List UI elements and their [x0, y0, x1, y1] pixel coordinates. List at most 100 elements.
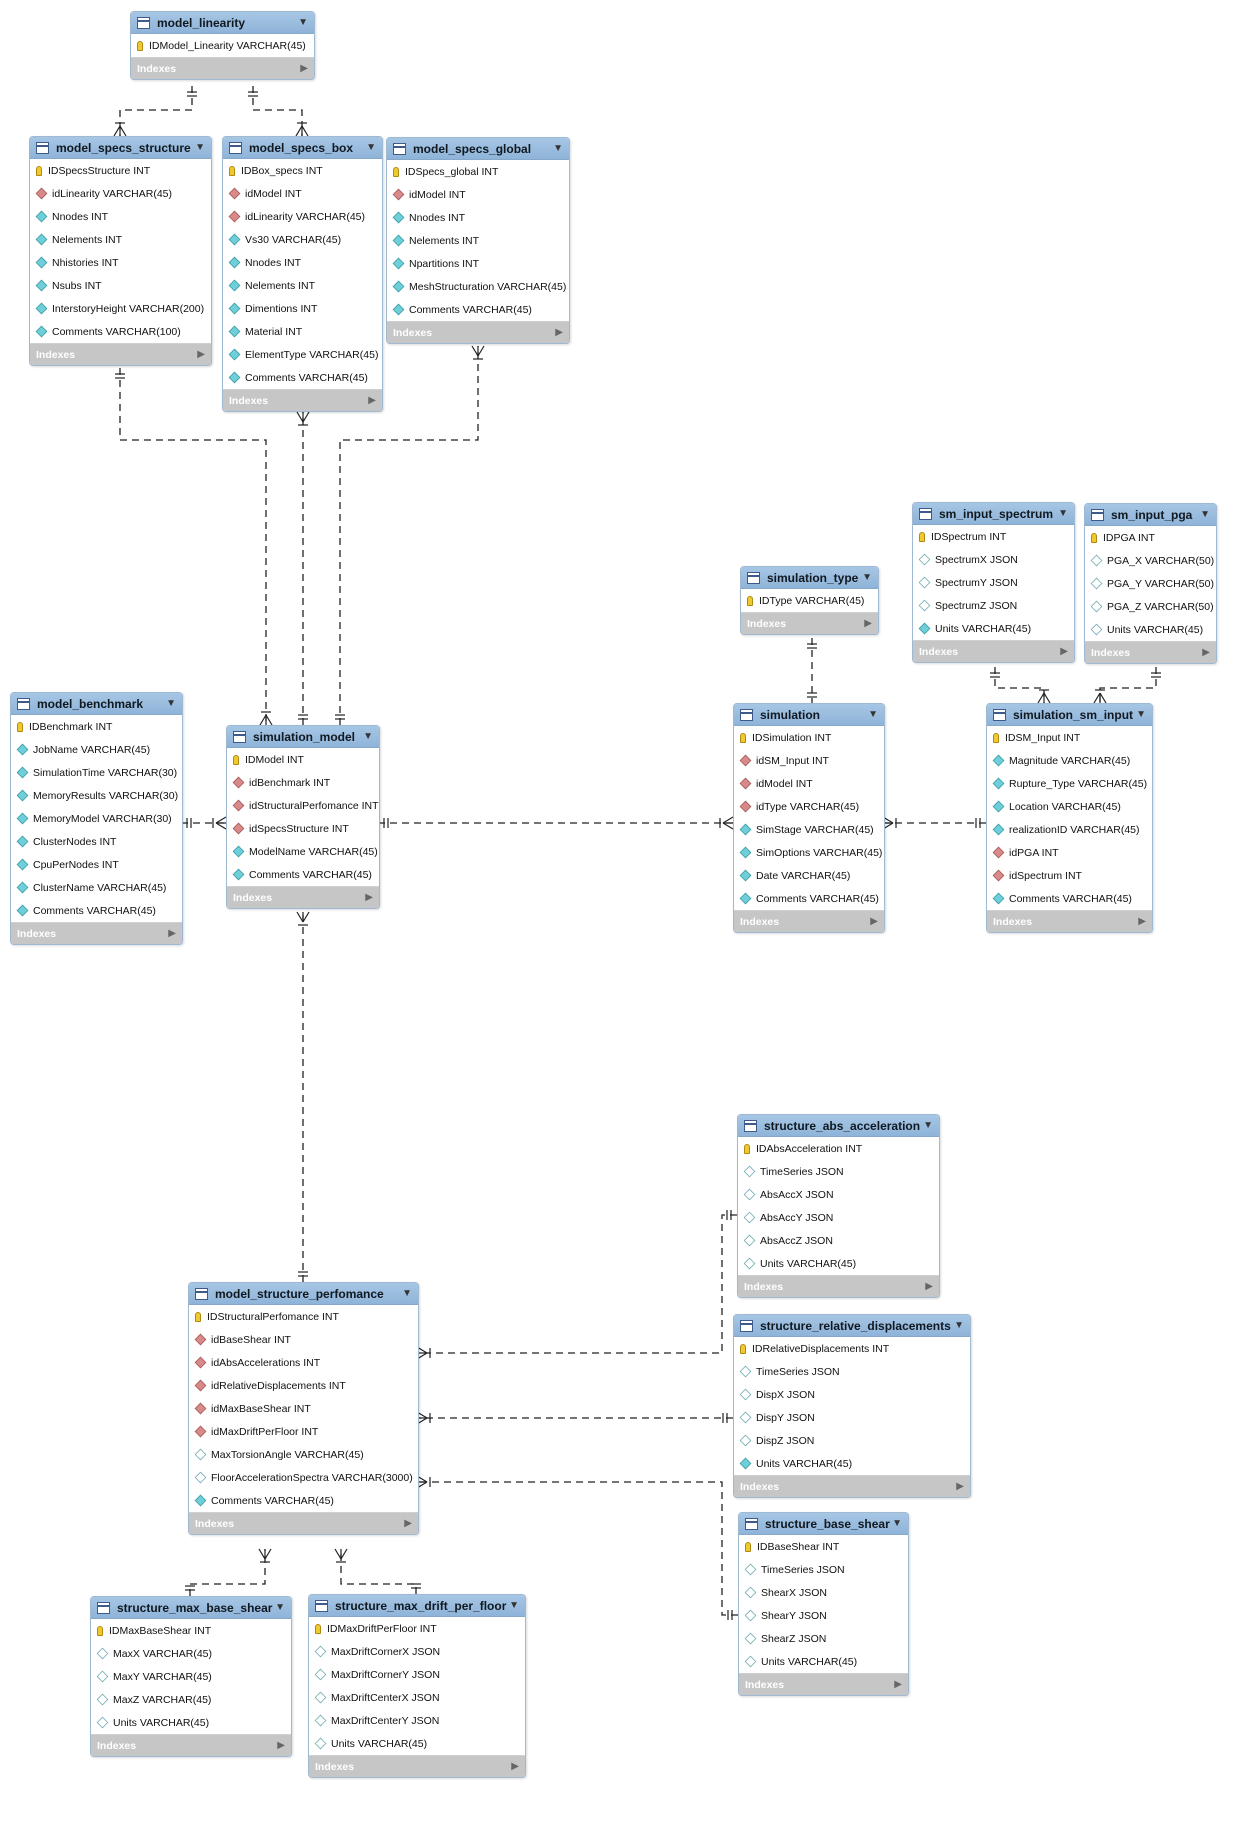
column-row[interactable]: Rupture_Type VARCHAR(45) — [987, 772, 1152, 795]
table-header[interactable]: simulation▼ — [734, 704, 884, 726]
indexes-bar[interactable]: Indexes▶ — [223, 390, 382, 411]
column-row[interactable]: Nnodes INT — [30, 205, 211, 228]
collapse-arrow-icon[interactable]: ▼ — [923, 1120, 933, 1131]
table-header[interactable]: sm_input_pga▼ — [1085, 504, 1216, 526]
column-row[interactable]: DispY JSON — [734, 1406, 970, 1429]
column-row[interactable]: idBenchmark INT — [227, 771, 379, 794]
indexes-bar[interactable]: Indexes▶ — [741, 613, 878, 634]
column-row[interactable]: ClusterName VARCHAR(45) — [11, 876, 182, 899]
column-row[interactable]: idType VARCHAR(45) — [734, 795, 884, 818]
table-header[interactable]: model_specs_box▼ — [223, 137, 382, 159]
column-row[interactable]: IDBenchmark INT — [11, 715, 182, 738]
column-row[interactable]: ElementType VARCHAR(45) — [223, 343, 382, 366]
indexes-bar[interactable]: Indexes▶ — [734, 911, 884, 932]
relationship-model-linearity-to-model-specs-structure[interactable] — [113, 86, 197, 137]
column-row[interactable]: MeshStructuration VARCHAR(45) — [387, 275, 569, 298]
column-row[interactable]: Comments VARCHAR(45) — [987, 887, 1152, 910]
column-row[interactable]: MaxDriftCornerX JSON — [309, 1640, 525, 1663]
relationship-structure-abs-acceleration-to-model-structure-perfomance[interactable] — [416, 1210, 737, 1360]
table-header[interactable]: model_structure_perfomance▼ — [189, 1283, 418, 1305]
relationship-simulation-sm-input-to-simulation[interactable] — [882, 816, 986, 830]
column-row[interactable]: IDType VARCHAR(45) — [741, 589, 878, 612]
indexes-bar[interactable]: Indexes▶ — [11, 923, 182, 944]
column-row[interactable]: Comments VARCHAR(45) — [11, 899, 182, 922]
column-row[interactable]: AbsAccZ JSON — [738, 1229, 939, 1252]
column-row[interactable]: idRelativeDisplacements INT — [189, 1374, 418, 1397]
collapse-arrow-icon[interactable]: ▼ — [298, 17, 308, 28]
column-row[interactable]: Npartitions INT — [387, 252, 569, 275]
collapse-arrow-icon[interactable]: ▼ — [402, 1288, 412, 1299]
column-row[interactable]: MaxDriftCornerY JSON — [309, 1663, 525, 1686]
column-row[interactable]: Comments VARCHAR(100) — [30, 320, 211, 343]
column-row[interactable]: ModelName VARCHAR(45) — [227, 840, 379, 863]
table-header[interactable]: model_specs_global▼ — [387, 138, 569, 160]
column-row[interactable]: MaxX VARCHAR(45) — [91, 1642, 291, 1665]
column-row[interactable]: AbsAccY JSON — [738, 1206, 939, 1229]
column-row[interactable]: IDSM_Input INT — [987, 726, 1152, 749]
table-header[interactable]: simulation_model▼ — [227, 726, 379, 748]
indexes-bar[interactable]: Indexes▶ — [30, 344, 211, 365]
column-row[interactable]: idSM_Input INT — [734, 749, 884, 772]
table-header[interactable]: simulation_sm_input▼ — [987, 704, 1152, 726]
column-row[interactable]: InterstoryHeight VARCHAR(200) — [30, 297, 211, 320]
collapse-arrow-icon[interactable]: ▼ — [892, 1518, 902, 1529]
column-row[interactable]: IDAbsAcceleration INT — [738, 1137, 939, 1160]
indexes-bar[interactable]: Indexes▶ — [739, 1674, 908, 1695]
column-row[interactable]: Comments VARCHAR(45) — [189, 1489, 418, 1512]
column-row[interactable]: Material INT — [223, 320, 382, 343]
column-row[interactable]: FloorAccelerationSpectra VARCHAR(3000) — [189, 1466, 418, 1489]
column-row[interactable]: MaxDriftCenterX JSON — [309, 1686, 525, 1709]
column-row[interactable]: AbsAccX JSON — [738, 1183, 939, 1206]
collapse-arrow-icon[interactable]: ▼ — [954, 1320, 964, 1331]
column-row[interactable]: SpectrumX JSON — [913, 548, 1074, 571]
column-row[interactable]: Comments VARCHAR(45) — [223, 366, 382, 389]
column-row[interactable]: Nelements INT — [30, 228, 211, 251]
expand-arrow-icon[interactable]: ▶ — [864, 618, 872, 629]
indexes-bar[interactable]: Indexes▶ — [189, 1513, 418, 1534]
indexes-bar[interactable]: Indexes▶ — [987, 911, 1152, 932]
column-row[interactable]: idMaxBaseShear INT — [189, 1397, 418, 1420]
collapse-arrow-icon[interactable]: ▼ — [868, 709, 878, 720]
table-header[interactable]: sm_input_spectrum▼ — [913, 503, 1074, 525]
expand-arrow-icon[interactable]: ▶ — [894, 1679, 902, 1690]
column-row[interactable]: Vs30 VARCHAR(45) — [223, 228, 382, 251]
indexes-bar[interactable]: Indexes▶ — [227, 887, 379, 908]
table-structure-max-drift-per-floor[interactable]: structure_max_drift_per_floor▼IDMaxDrift… — [308, 1594, 526, 1778]
column-row[interactable]: PGA_Y VARCHAR(50) — [1085, 572, 1216, 595]
indexes-bar[interactable]: Indexes▶ — [734, 1476, 970, 1497]
collapse-arrow-icon[interactable]: ▼ — [553, 143, 563, 154]
table-header[interactable]: structure_max_drift_per_floor▼ — [309, 1595, 525, 1617]
column-row[interactable]: idModel INT — [387, 183, 569, 206]
expand-arrow-icon[interactable]: ▶ — [870, 916, 878, 927]
column-row[interactable]: IDSpecs_global INT — [387, 160, 569, 183]
column-row[interactable]: Magnitude VARCHAR(45) — [987, 749, 1152, 772]
relationship-structure-max-drift-per-floor-to-model-structure-perfomance[interactable] — [334, 1548, 421, 1594]
table-simulation-type[interactable]: simulation_type▼IDType VARCHAR(45)Indexe… — [740, 566, 879, 635]
relationship-simulation-model-to-simulation[interactable] — [378, 816, 734, 830]
table-header[interactable]: structure_abs_acceleration▼ — [738, 1115, 939, 1137]
column-row[interactable]: Comments VARCHAR(45) — [387, 298, 569, 321]
indexes-bar[interactable]: Indexes▶ — [309, 1756, 525, 1777]
column-row[interactable]: Dimentions INT — [223, 297, 382, 320]
column-row[interactable]: ShearX JSON — [739, 1581, 908, 1604]
relationship-simulation-model-to-model-specs-box[interactable] — [296, 411, 310, 725]
column-row[interactable]: MemoryResults VARCHAR(30) — [11, 784, 182, 807]
expand-arrow-icon[interactable]: ▶ — [404, 1518, 412, 1529]
column-row[interactable]: IDModel_Linearity VARCHAR(45) — [131, 34, 314, 57]
indexes-bar[interactable]: Indexes▶ — [913, 641, 1074, 662]
relationship-sm-input-pga-to-simulation-sm-input[interactable] — [1093, 667, 1161, 704]
column-row[interactable]: Units VARCHAR(45) — [913, 617, 1074, 640]
expand-arrow-icon[interactable]: ▶ — [197, 349, 205, 360]
column-row[interactable]: CpuPerNodes INT — [11, 853, 182, 876]
column-row[interactable]: idAbsAccelerations INT — [189, 1351, 418, 1374]
indexes-bar[interactable]: Indexes▶ — [387, 322, 569, 343]
column-row[interactable]: idBaseShear INT — [189, 1328, 418, 1351]
column-row[interactable]: TimeSeries JSON — [734, 1360, 970, 1383]
column-row[interactable]: DispX JSON — [734, 1383, 970, 1406]
